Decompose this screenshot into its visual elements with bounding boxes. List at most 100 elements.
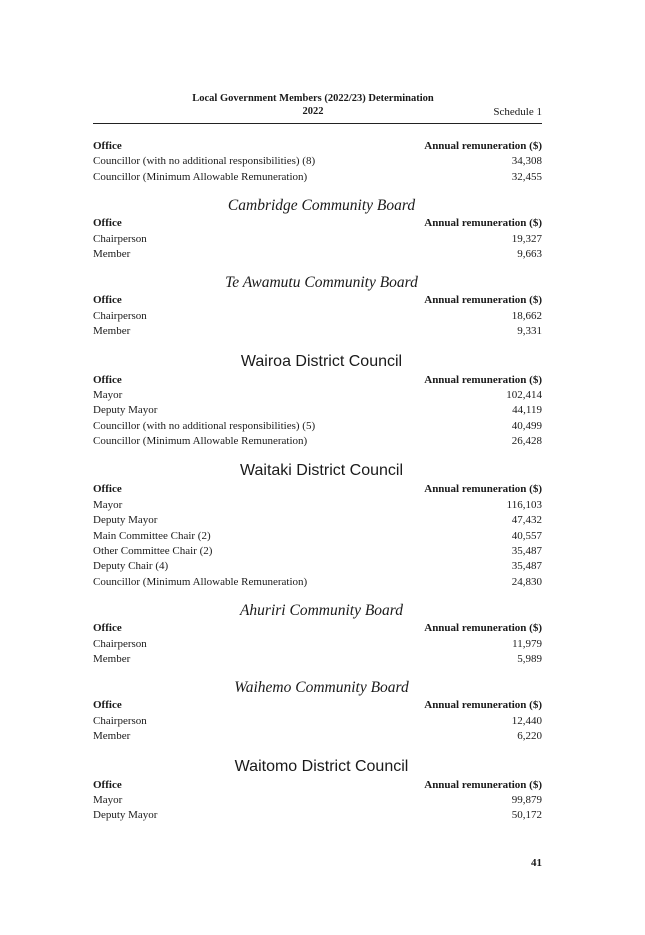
office-cell: Councillor (with no additional responsib… [93, 155, 316, 168]
remuneration-column-header: Annual remuneration ($) [424, 622, 542, 635]
document-title: Local Government Members (2022/23) Deter… [192, 93, 434, 104]
header-rule [93, 123, 542, 124]
table-row: Chairperson 19,327 [93, 232, 542, 247]
table-row: Deputy Mayor 44,119 [93, 403, 542, 418]
office-cell: Mayor [93, 498, 123, 511]
section-0: Office Annual remuneration ($) Councillor … [93, 139, 542, 185]
office-cell: Chairperson [93, 309, 147, 322]
page-number: 41 [531, 857, 542, 869]
remuneration-cell: 11,979 [512, 637, 542, 650]
remuneration-cell: 19,327 [511, 232, 542, 245]
office-cell: Deputy Chair (4) [93, 560, 169, 573]
remuneration-cell: 44,119 [512, 404, 542, 417]
office-column-header: Office [93, 140, 122, 152]
office-column-header: Office [93, 699, 122, 712]
remuneration-column-header: Annual remuneration ($) [424, 294, 542, 307]
remuneration-cell: 102,414 [506, 388, 542, 401]
column-header-row: Office Annual remuneration ($) [93, 216, 542, 231]
office-column-header: Office [93, 373, 122, 386]
remuneration-column-header: Annual remuneration ($) [424, 778, 542, 791]
office-cell: Member [93, 325, 131, 338]
column-header-row: Office Annual remuneration ($) [93, 621, 542, 636]
remuneration-cell: 18,662 [511, 309, 542, 322]
table-row: Member 6,220 [93, 729, 542, 744]
table-row: Chairperson 12,440 [93, 714, 542, 729]
office-column-header: Office [93, 483, 122, 496]
office-cell: Deputy Mayor [93, 404, 158, 417]
remuneration-column-header: Annual remuneration ($) [424, 483, 542, 496]
office-column-header: Office [93, 622, 122, 635]
table-row: Councillor (Minimum Allowable Remunerati… [93, 575, 542, 590]
section-title: Waitaki District Council [240, 462, 403, 480]
office-cell: Councillor (Minimum Allowable Remunerati… [93, 435, 308, 448]
office-cell: Chairperson [93, 714, 147, 727]
remuneration-cell: 50,172 [511, 809, 542, 822]
office-cell: Member [93, 730, 131, 743]
office-cell: Councillor (Minimum Allowable Remunerati… [93, 575, 308, 588]
table-row: Mayor 99,879 [93, 793, 542, 808]
table-row: Member 5,989 [93, 652, 542, 667]
schedule-label: Schedule 1 [493, 106, 542, 118]
office-cell: Member [93, 652, 131, 665]
office-cell: Councillor (with no additional responsib… [93, 419, 316, 432]
remuneration-cell: 32,455 [511, 170, 542, 183]
column-header-row: Office Annual remuneration ($) [93, 778, 542, 793]
table-row: Deputy Mayor 47,432 [93, 513, 542, 528]
table-row: Deputy Chair (4)35,487 [93, 559, 542, 574]
remuneration-cell: 40,557 [511, 529, 542, 542]
column-header-row: Office Annual remuneration ($) [93, 373, 542, 388]
remuneration-cell: 34,308 [511, 155, 542, 168]
table-row: Main Committee Chair (2) 40,557 [93, 529, 542, 544]
office-cell: Other Committee Chair (2) [93, 545, 213, 558]
remuneration-cell: 47,432 [511, 514, 542, 527]
office-cell: Councillor (Minimum Allowable Remunerati… [93, 170, 308, 183]
table-row: Councillor (with no additional responsib… [93, 419, 542, 434]
table-row: Councillor (with no additional responsib… [93, 154, 542, 169]
section-title: Ahuriri Community Board [239, 602, 404, 620]
remuneration-column-header: Annual remuneration ($) [424, 373, 542, 386]
office-column-header: Office [93, 217, 122, 230]
table-row: Councillor (Minimum Allowable Remunerati… [93, 170, 542, 185]
office-cell: Deputy Mayor [93, 514, 158, 527]
remuneration-cell: 9,331 [517, 325, 542, 338]
office-cell: Member [93, 247, 131, 260]
table-row: Councillor (Minimum Allowable Remunerati… [93, 434, 542, 449]
section-title: Waihemo Community Board [234, 679, 409, 697]
remuneration-column-header: Annual remuneration ($) [424, 140, 542, 152]
table-row: Chairperson 18,662 [93, 309, 542, 324]
office-column-header: Office [93, 778, 122, 791]
section-title: Wairoa District Council [240, 352, 403, 370]
table-row: Other Committee Chair (2)35,487 [93, 544, 542, 559]
office-cell: Main Committee Chair (2) [93, 529, 211, 542]
remuneration-cell: 6,220 [517, 730, 542, 743]
remuneration-cell: 12,440 [511, 714, 542, 727]
office-cell: Mayor [93, 793, 123, 806]
column-header-row: Office Annual remuneration ($) [93, 139, 542, 154]
table-row: Member 9,331 [93, 324, 542, 339]
section-title: Te Awamutu Community Board [225, 274, 418, 292]
remuneration-column-header: Annual remuneration ($) [424, 217, 542, 230]
remuneration-cell: 5,989 [517, 652, 542, 665]
document-year: 2022 [302, 106, 324, 117]
remuneration-cell: 26,428 [511, 435, 542, 448]
section-title: Waitomo District Council [234, 757, 409, 775]
office-cell: Chairperson [93, 232, 147, 245]
office-cell: Mayor [93, 388, 123, 401]
remuneration-cell: 99,879 [511, 793, 542, 806]
remuneration-cell: 40,499 [511, 419, 542, 432]
table-row: Mayor 102,414 [93, 388, 542, 403]
section-title: Cambridge Community Board [227, 197, 416, 215]
office-cell: Deputy Mayor [93, 809, 158, 822]
office-column-header: Office [93, 294, 122, 307]
